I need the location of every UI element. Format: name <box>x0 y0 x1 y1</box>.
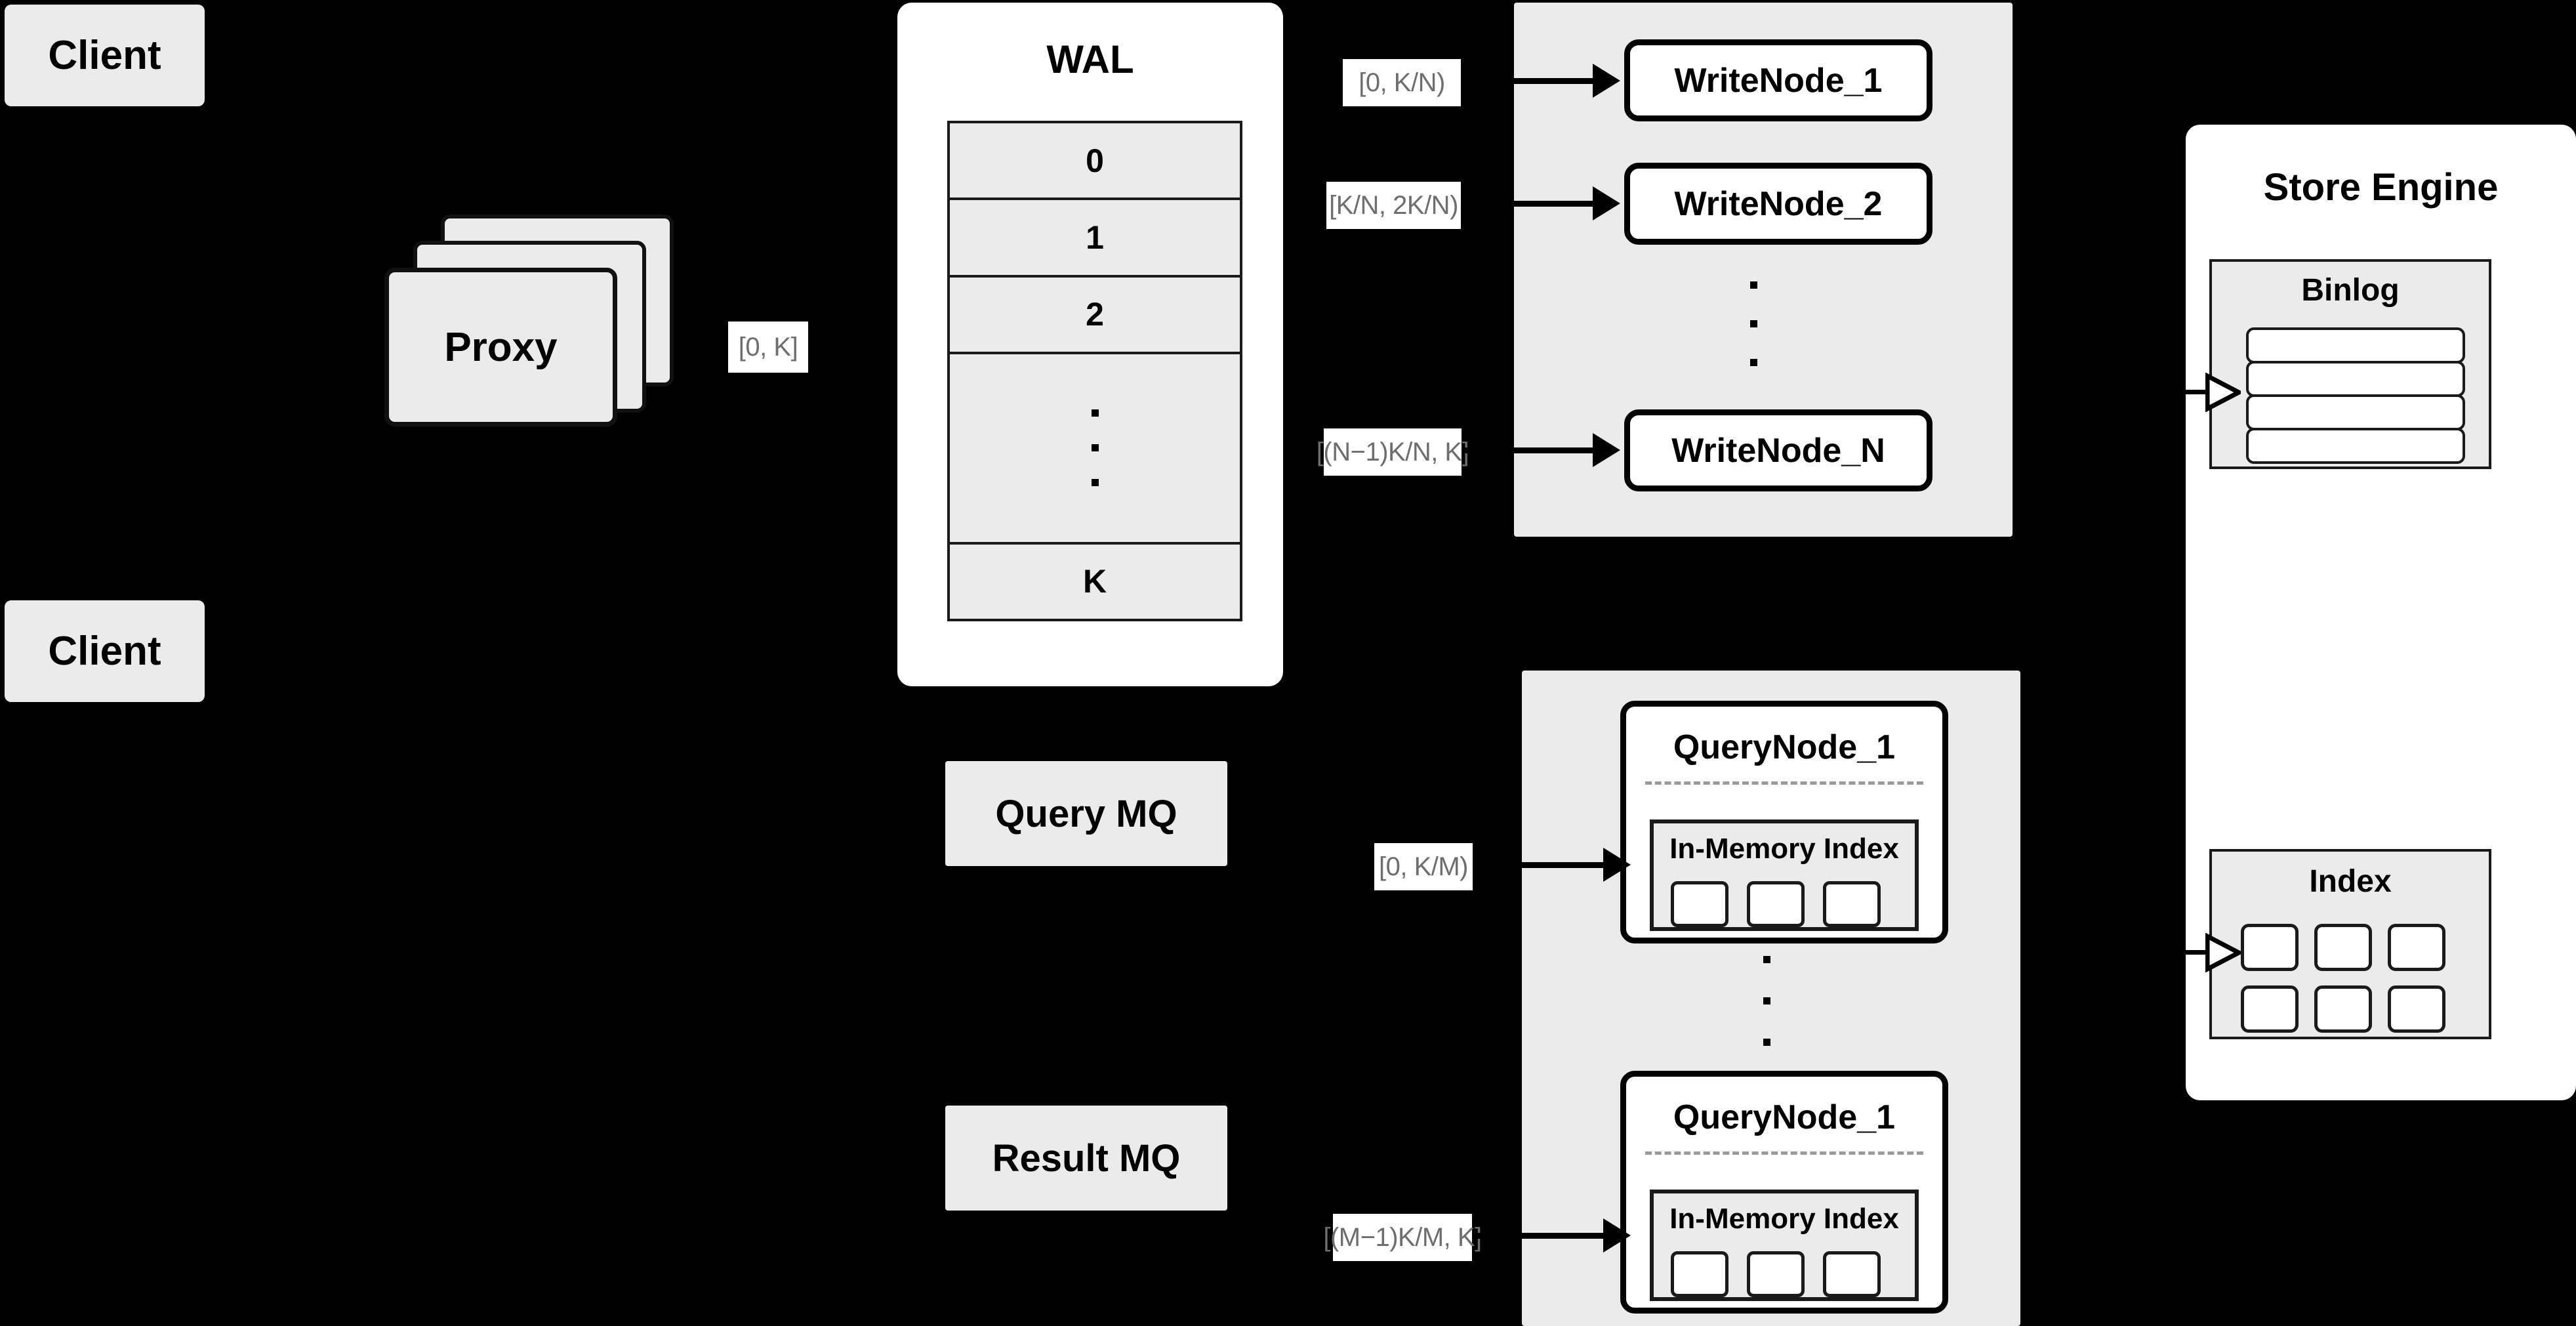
in-memory-index-title: In-Memory Index <box>1669 1203 1899 1235</box>
write-node-1[interactable]: WriteNode_1 <box>1624 39 1932 121</box>
wal-row-ellipsis <box>950 354 1240 545</box>
store-engine-panel: Store Engine Binlog Index <box>2186 125 2576 1100</box>
query-node-2-separator <box>1645 1151 1924 1155</box>
write-node-2[interactable]: WriteNode_2 <box>1624 163 1932 245</box>
index-panel: Index <box>2209 849 2491 1039</box>
query-node-1[interactable]: QueryNode_1 In-Memory Index <box>1620 701 1948 943</box>
write-node-1-arrow-head <box>1593 64 1620 98</box>
index-cell <box>1747 881 1805 927</box>
query-mq-label: Query MQ <box>995 792 1177 835</box>
result-mq-box[interactable]: Result MQ <box>945 1106 1227 1211</box>
wal-table: 0 1 2 K <box>947 121 1242 621</box>
binlog-row <box>2246 394 2465 430</box>
store-engine-title: Store Engine <box>2263 166 2499 209</box>
index-cell <box>2314 985 2372 1033</box>
query-node-2-in-memory-index: In-Memory Index <box>1650 1190 1919 1301</box>
ellipsis-dot <box>1763 997 1770 1005</box>
ellipsis-dot <box>1750 281 1757 289</box>
ellipsis-dot <box>1750 320 1757 327</box>
write-node-1-arrow-line <box>1464 78 1593 84</box>
index-cell <box>1671 881 1728 927</box>
index-cell <box>1671 1251 1728 1297</box>
write-node-n-range-label: [(N−1)K/N, K] <box>1317 428 1469 476</box>
query-mq-box[interactable]: Query MQ <box>945 761 1227 866</box>
binlog-rows <box>2246 327 2465 464</box>
index-arrow-line <box>2186 950 2207 955</box>
write-node-1-range-label: [0, K/N) <box>1343 59 1461 106</box>
in-memory-index-title: In-Memory Index <box>1669 833 1899 865</box>
binlog-row <box>2246 361 2465 397</box>
binlog-arrow-line <box>2186 390 2207 394</box>
query-node-2-range-label: [(M−1)K/M, K] <box>1323 1214 1482 1261</box>
wal-panel: WAL 0 1 2 K <box>897 3 1283 686</box>
query-node-1-in-memory-index: In-Memory Index <box>1650 819 1919 931</box>
index-title: Index <box>2309 864 2392 899</box>
write-node-2-range-label: [K/N, 2K/N) <box>1326 182 1461 229</box>
client-box-2[interactable]: Client <box>5 600 205 702</box>
in-memory-index-cells <box>1671 881 1881 927</box>
query-node-2-title: QueryNode_1 <box>1673 1098 1896 1136</box>
query-node-ellipsis <box>1763 956 1770 1046</box>
write-node-2-arrow-line <box>1464 201 1593 207</box>
query-node-2[interactable]: QueryNode_1 In-Memory Index <box>1620 1071 1948 1314</box>
client-label: Client <box>48 33 161 78</box>
wal-row: 0 <box>950 123 1240 201</box>
result-mq-label: Result MQ <box>992 1136 1181 1180</box>
wal-title: WAL <box>1046 37 1134 81</box>
wal-row: 1 <box>950 200 1240 278</box>
proxy-range-label: [0, K] <box>728 321 808 373</box>
write-node-n[interactable]: WriteNode_N <box>1624 409 1932 491</box>
index-cell <box>1823 881 1881 927</box>
binlog-row <box>2246 327 2465 363</box>
binlog-arrow-head-open <box>2205 373 2241 412</box>
client-box-1[interactable]: Client <box>5 5 205 106</box>
ellipsis-dot <box>1091 444 1099 452</box>
proxy-box[interactable]: Proxy <box>384 268 617 426</box>
query-node-1-title: QueryNode_1 <box>1673 728 1896 766</box>
write-node-n-arrow-line <box>1464 447 1593 453</box>
write-node-n-arrow-head <box>1593 433 1620 467</box>
ellipsis-dot <box>1763 1039 1770 1046</box>
write-node-2-arrow-head <box>1593 186 1620 220</box>
index-cell <box>1823 1251 1881 1297</box>
query-node-cluster: QueryNode_1 In-Memory Index <box>1522 671 2020 1326</box>
query-node-1-arrow-line <box>1475 862 1603 868</box>
index-cell <box>2388 985 2445 1033</box>
binlog-title: Binlog <box>2301 273 2400 308</box>
ellipsis-dot <box>1763 956 1770 963</box>
wal-row: 2 <box>950 278 1240 354</box>
query-node-1-arrow-head <box>1603 848 1631 882</box>
index-cells <box>2241 924 2445 1033</box>
index-cell <box>2241 985 2299 1033</box>
write-node-ellipsis <box>1750 281 1757 366</box>
binlog-panel: Binlog <box>2209 259 2491 469</box>
query-node-1-separator <box>1645 781 1924 785</box>
proxy-label: Proxy <box>444 324 558 370</box>
ellipsis-dot <box>1750 359 1757 366</box>
ellipsis-dot <box>1091 479 1099 487</box>
index-cell <box>2314 924 2372 971</box>
ellipsis-dot <box>1091 409 1099 417</box>
in-memory-index-cells <box>1671 1251 1881 1297</box>
query-node-2-arrow-head <box>1603 1218 1631 1253</box>
client-label: Client <box>48 629 161 674</box>
query-node-1-range-label: [0, K/M) <box>1374 843 1473 890</box>
binlog-row <box>2246 428 2465 464</box>
query-node-2-arrow-line <box>1475 1233 1603 1239</box>
index-cell <box>1747 1251 1805 1297</box>
index-cell <box>2388 924 2445 971</box>
wal-row: K <box>1082 563 1107 600</box>
index-cell <box>2241 924 2299 971</box>
index-arrow-head-open <box>2205 933 2241 972</box>
